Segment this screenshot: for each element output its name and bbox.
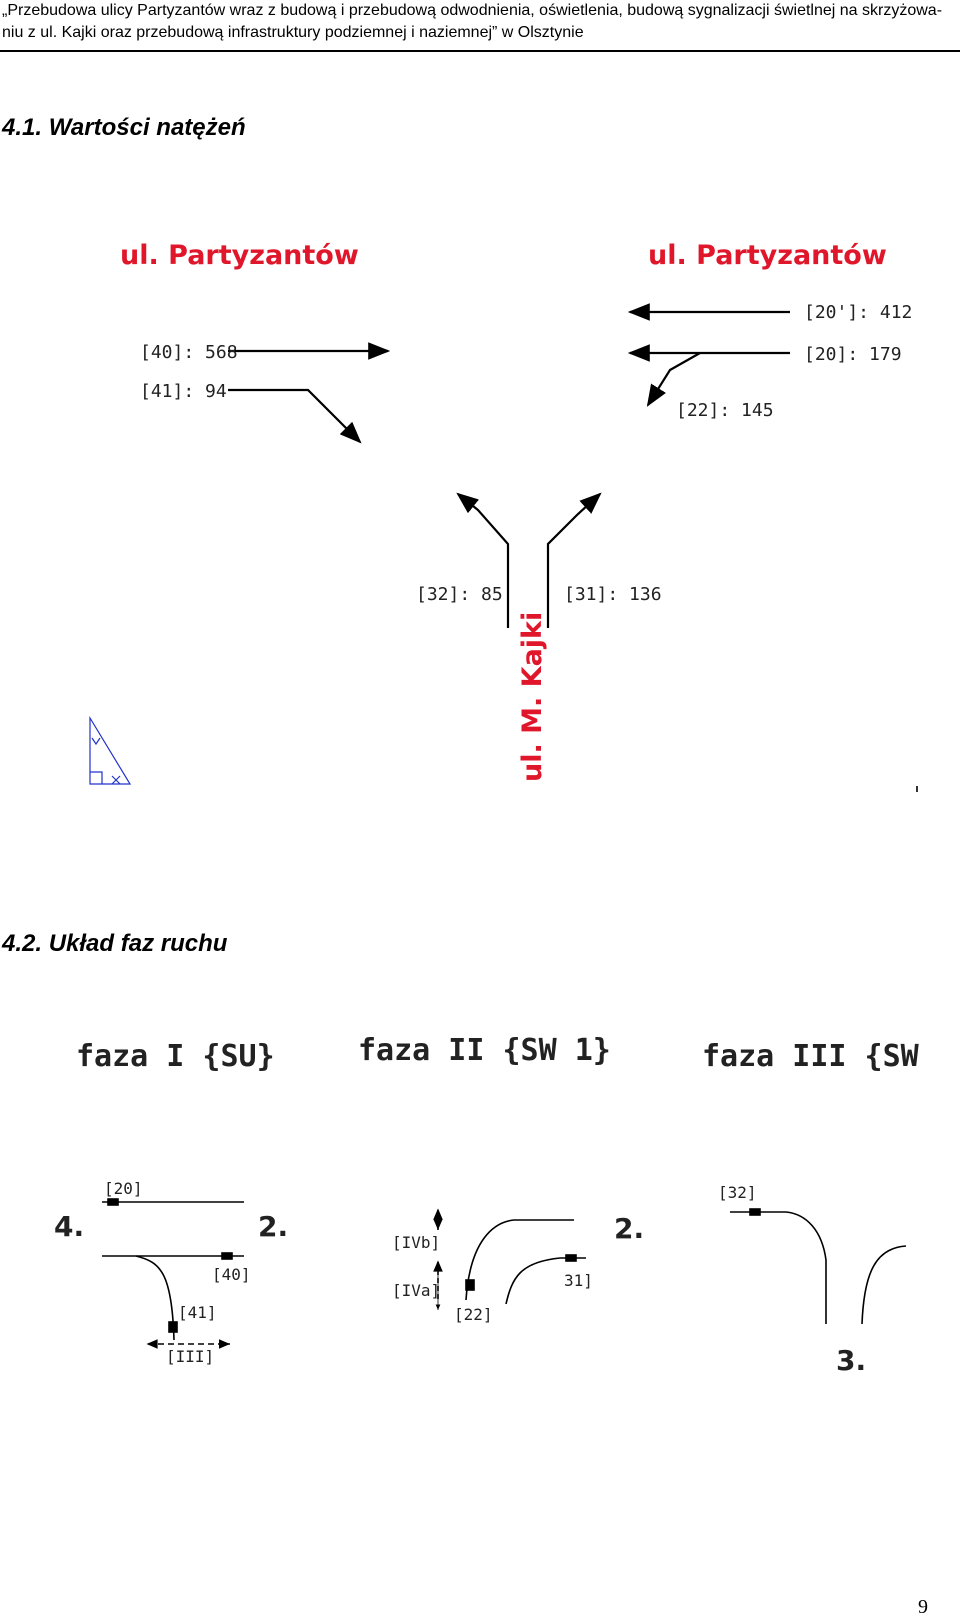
street-label-right: ul. Partyzantów xyxy=(648,240,887,271)
phase-1-title: faza I {SU} xyxy=(76,1039,275,1074)
section-title-phases: 4.2. Układ faz ruchu xyxy=(2,930,228,957)
header-line-1: „Przebudowa ulicy Partyzantów wraz z bud… xyxy=(2,2,943,19)
p1-number-left: 4. xyxy=(54,1210,84,1243)
p3-number: 3. xyxy=(836,1344,866,1377)
header-line-2: niu z ul. Kajki oraz przebudową infrastr… xyxy=(2,24,584,41)
page-number: 9 xyxy=(918,1596,928,1618)
p2-number: 2. xyxy=(614,1212,644,1245)
stray-mark xyxy=(916,786,918,792)
flow-20p-label: [20']: 412 xyxy=(804,302,912,323)
flow-22-label: [22]: 145 xyxy=(676,400,774,421)
p1-label-41: [41] xyxy=(178,1303,217,1322)
p2-label-22: [22] xyxy=(454,1305,493,1324)
section-title-flows: 4.1. Wartości natężeń xyxy=(2,114,246,141)
p1-number-right: 2. xyxy=(258,1210,288,1243)
phase-2-diagram xyxy=(433,1208,586,1310)
street-label-bottom: ul. M. Kajki xyxy=(517,612,548,782)
phase-1-diagram xyxy=(102,1198,244,1349)
flow-31-arrow xyxy=(546,492,602,628)
phase-2-title: faza II {SW 1} xyxy=(358,1033,611,1068)
flow-32-label: [32]: 85 xyxy=(416,584,503,605)
coordinate-triangle-icon xyxy=(89,715,132,785)
p3-label-32: [32] xyxy=(718,1183,757,1202)
p2-label-IVa: [IVa] xyxy=(392,1281,440,1300)
flow-31-label: [31]: 136 xyxy=(564,584,662,605)
header-rule xyxy=(0,50,960,52)
p1-label-III: [III] xyxy=(166,1347,214,1366)
flow-40-label: [40]: 568 xyxy=(140,342,238,363)
p1-label-40: [40] xyxy=(212,1265,251,1284)
p1-label-20: [20] xyxy=(104,1179,143,1198)
flow-41-arrow xyxy=(228,388,362,444)
flow-41-label: [41]: 94 xyxy=(140,381,227,402)
p2-label-IVb: [IVb] xyxy=(392,1233,440,1252)
flow-32-arrow xyxy=(456,492,510,628)
flow-20-label: [20]: 179 xyxy=(804,344,902,365)
street-label-left: ul. Partyzantów xyxy=(120,240,359,271)
flow-22-arrow xyxy=(646,352,701,407)
p2-label-31: 31] xyxy=(564,1271,593,1290)
traffic-volume-diagram: ul. Partyzantów ul. Partyzantów ul. M. K… xyxy=(89,240,918,792)
phase-3-diagram xyxy=(730,1208,907,1325)
document-header: „Przebudowa ulicy Partyzantów wraz z bud… xyxy=(2,0,958,44)
phase-3-title: faza III {SW xyxy=(702,1039,920,1074)
